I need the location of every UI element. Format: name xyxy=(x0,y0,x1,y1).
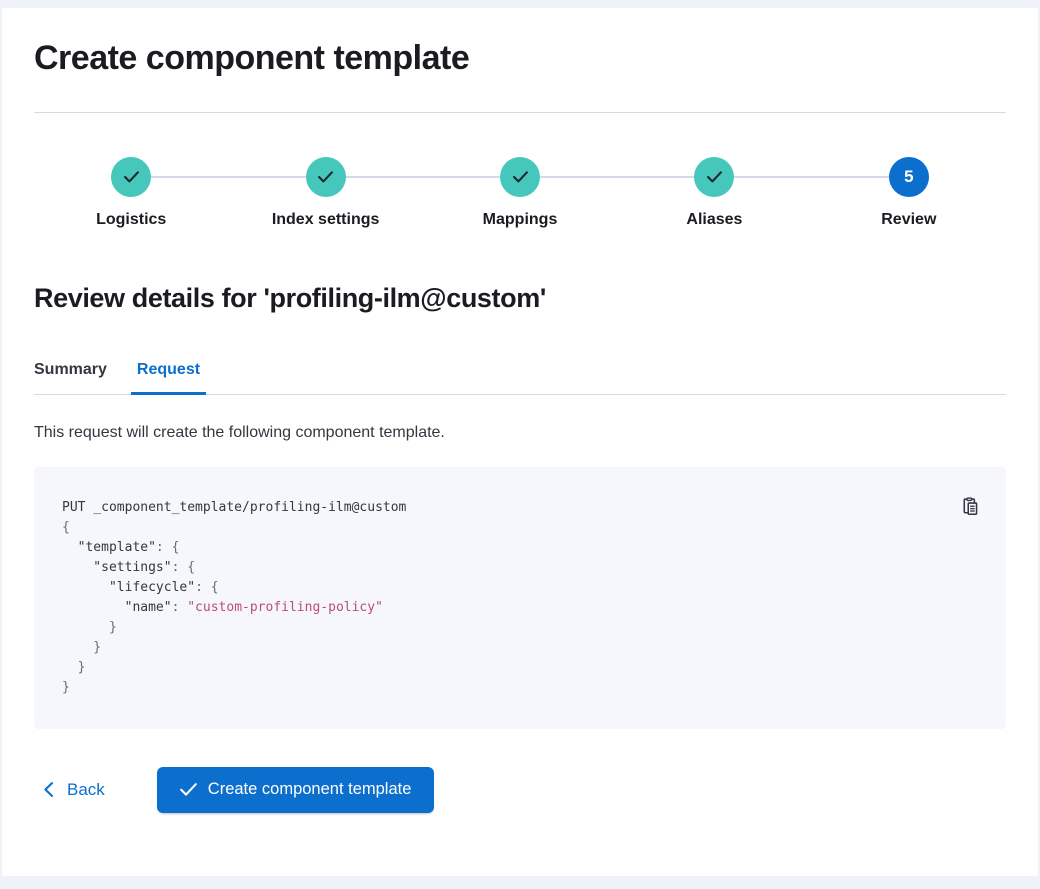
chevron-left-icon xyxy=(44,782,53,798)
create-button-label: Create component template xyxy=(207,780,412,799)
tab-summary[interactable]: Summary xyxy=(34,358,107,382)
step-mappings-label: Mappings xyxy=(482,210,558,228)
step-aliases: Aliases xyxy=(617,156,812,229)
code-line: "lifecycle": { xyxy=(62,579,219,595)
copy-clipboard-icon xyxy=(963,497,978,515)
code-line: "settings": { xyxy=(62,559,196,575)
create-component-template-button[interactable]: Create component template xyxy=(156,766,435,813)
tab-request[interactable]: Request xyxy=(130,358,207,395)
step-connector xyxy=(617,175,695,178)
step-aliases-label: Aliases xyxy=(686,210,743,228)
step-aliases-indicator[interactable] xyxy=(694,156,735,197)
copy-button[interactable] xyxy=(961,497,980,516)
review-heading: Review details for 'profiling-ilm@custom… xyxy=(34,282,546,313)
check-icon xyxy=(706,171,722,183)
code-line: "template": { xyxy=(62,539,180,555)
step-index-settings-indicator[interactable] xyxy=(305,156,346,197)
check-icon xyxy=(318,171,334,183)
step-connector xyxy=(228,175,306,178)
step-logistics-indicator[interactable] xyxy=(111,156,152,197)
code-line: } xyxy=(62,619,117,635)
step-mappings: Mappings xyxy=(422,156,618,229)
step-index-settings-label: Index settings xyxy=(271,210,380,228)
step-logistics: Logistics xyxy=(34,156,229,229)
request-code-block: PUT _component_template/profiling-ilm@cu… xyxy=(34,466,1006,729)
request-description: This request will create the following c… xyxy=(34,423,445,441)
code-line: "name": "custom-profiling-policy" xyxy=(62,599,383,615)
check-icon xyxy=(123,171,139,183)
step-connector xyxy=(345,175,423,178)
content-panel: Create component template Logistics Index… xyxy=(2,8,1038,876)
page-title: Create component template xyxy=(34,39,470,77)
step-connector xyxy=(540,175,618,178)
step-index-settings: Index settings xyxy=(228,156,423,229)
code-line: } xyxy=(62,679,70,695)
title-divider xyxy=(34,111,1006,113)
code-line: PUT _component_template/profiling-ilm@cu… xyxy=(62,499,407,515)
step-review-indicator[interactable]: 5 xyxy=(888,156,929,197)
step-connector xyxy=(811,175,889,178)
code-line: } xyxy=(62,639,102,655)
step-logistics-label: Logistics xyxy=(96,210,167,228)
code-content: PUT _component_template/profiling-ilm@cu… xyxy=(62,498,978,698)
step-mappings-indicator[interactable] xyxy=(500,156,541,197)
code-line: { xyxy=(62,519,70,535)
wizard-footer: Back Create component template xyxy=(34,766,1006,813)
code-line: } xyxy=(62,659,86,675)
step-review-label: Review xyxy=(881,210,937,228)
tabs: Summary Request xyxy=(34,358,1006,395)
step-connector xyxy=(151,175,229,178)
back-button-label: Back xyxy=(67,779,105,799)
step-connector xyxy=(422,175,501,178)
check-icon xyxy=(512,171,528,183)
step-connector xyxy=(734,175,812,178)
check-icon xyxy=(179,783,197,796)
back-button[interactable]: Back xyxy=(34,780,113,800)
